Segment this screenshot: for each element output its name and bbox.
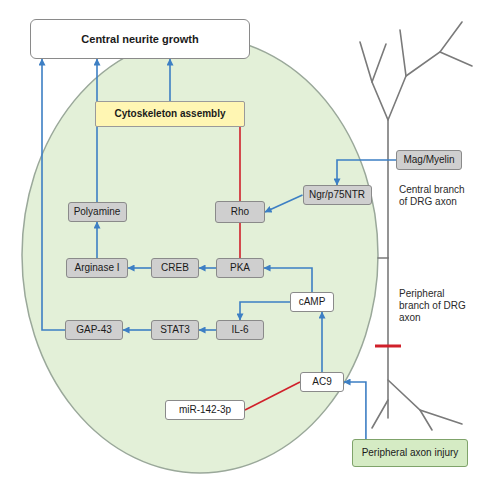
node-text: Cytoskeleton assembly [114, 108, 225, 120]
central-twig [372, 44, 386, 82]
node-text: Ngr/p75NTR [309, 189, 365, 201]
node-text: CREB [161, 262, 189, 274]
peripheral-twig [372, 400, 388, 428]
activation-arrow [96, 222, 98, 258]
molecule-box: Mag/Myelin [396, 150, 462, 170]
inhibition-line [239, 127, 241, 201]
node-text: IL-6 [231, 324, 248, 336]
axon-branches [360, 22, 472, 430]
activation-arrow [265, 195, 303, 212]
molecule-box: STAT3 [151, 320, 199, 340]
node-text: Arginase I [74, 262, 119, 274]
central-twig [388, 30, 406, 120]
molecule-box: CREB [151, 258, 199, 278]
node-text: Central neurite growth [81, 33, 198, 46]
injury-mark [375, 345, 401, 348]
node-text: GAP-43 [76, 324, 112, 336]
peripheral-twig [420, 410, 432, 430]
activation-arrow [123, 329, 151, 331]
central-twig [440, 52, 472, 66]
cell-body [22, 37, 378, 473]
process-box: Cytoskeleton assembly [95, 101, 245, 127]
activation-arrow [337, 160, 396, 185]
branch-label: Peripheral branch of DRG axon [399, 288, 471, 324]
molecule-box: cAMP [290, 292, 334, 312]
node-text: PKA [230, 262, 250, 274]
molecule-box: AC9 [300, 372, 344, 392]
activation-arrow [96, 59, 98, 202]
inhibition-line [245, 382, 300, 410]
node-text: STAT3 [160, 324, 190, 336]
node-text: Peripheral axon injury [362, 447, 459, 459]
molecule-box: Polyamine [68, 202, 127, 222]
node-text: Mag/Myelin [403, 154, 454, 166]
molecule-box: Ngr/p75NTR [303, 185, 372, 205]
activation-arrow [199, 329, 216, 331]
activation-arrow [199, 267, 216, 269]
molecule-box: PKA [216, 258, 264, 278]
molecule-box: Arginase I [66, 258, 128, 278]
activation-arrow [42, 59, 65, 330]
mirna-box: miR-142-3p [165, 400, 245, 420]
molecule-box: Rho [215, 201, 265, 223]
node-text: Polyamine [74, 206, 121, 218]
outcome-box: Central neurite growth [30, 19, 250, 59]
central-twig [406, 22, 462, 76]
molecule-box: GAP-43 [65, 320, 123, 340]
molecule-box: IL-6 [216, 320, 264, 340]
activation-arrow [264, 268, 312, 292]
activation-arrow [128, 267, 151, 269]
peripheral-branch [387, 258, 389, 418]
central-branch [360, 42, 388, 258]
node-text: Rho [231, 206, 249, 218]
branch-label: Central branch of DRG axon [399, 184, 471, 208]
activation-arrow [321, 312, 323, 372]
activation-arrow [169, 59, 171, 101]
node-text: miR-142-3p [179, 404, 231, 416]
activation-arrow [344, 382, 366, 439]
node-text: cAMP [299, 296, 326, 308]
axon-stem [378, 257, 388, 259]
trigger-box: Peripheral axon injury [352, 439, 468, 467]
node-text: AC9 [312, 376, 331, 388]
inhibition-line [239, 223, 241, 258]
activation-arrow [240, 302, 290, 320]
